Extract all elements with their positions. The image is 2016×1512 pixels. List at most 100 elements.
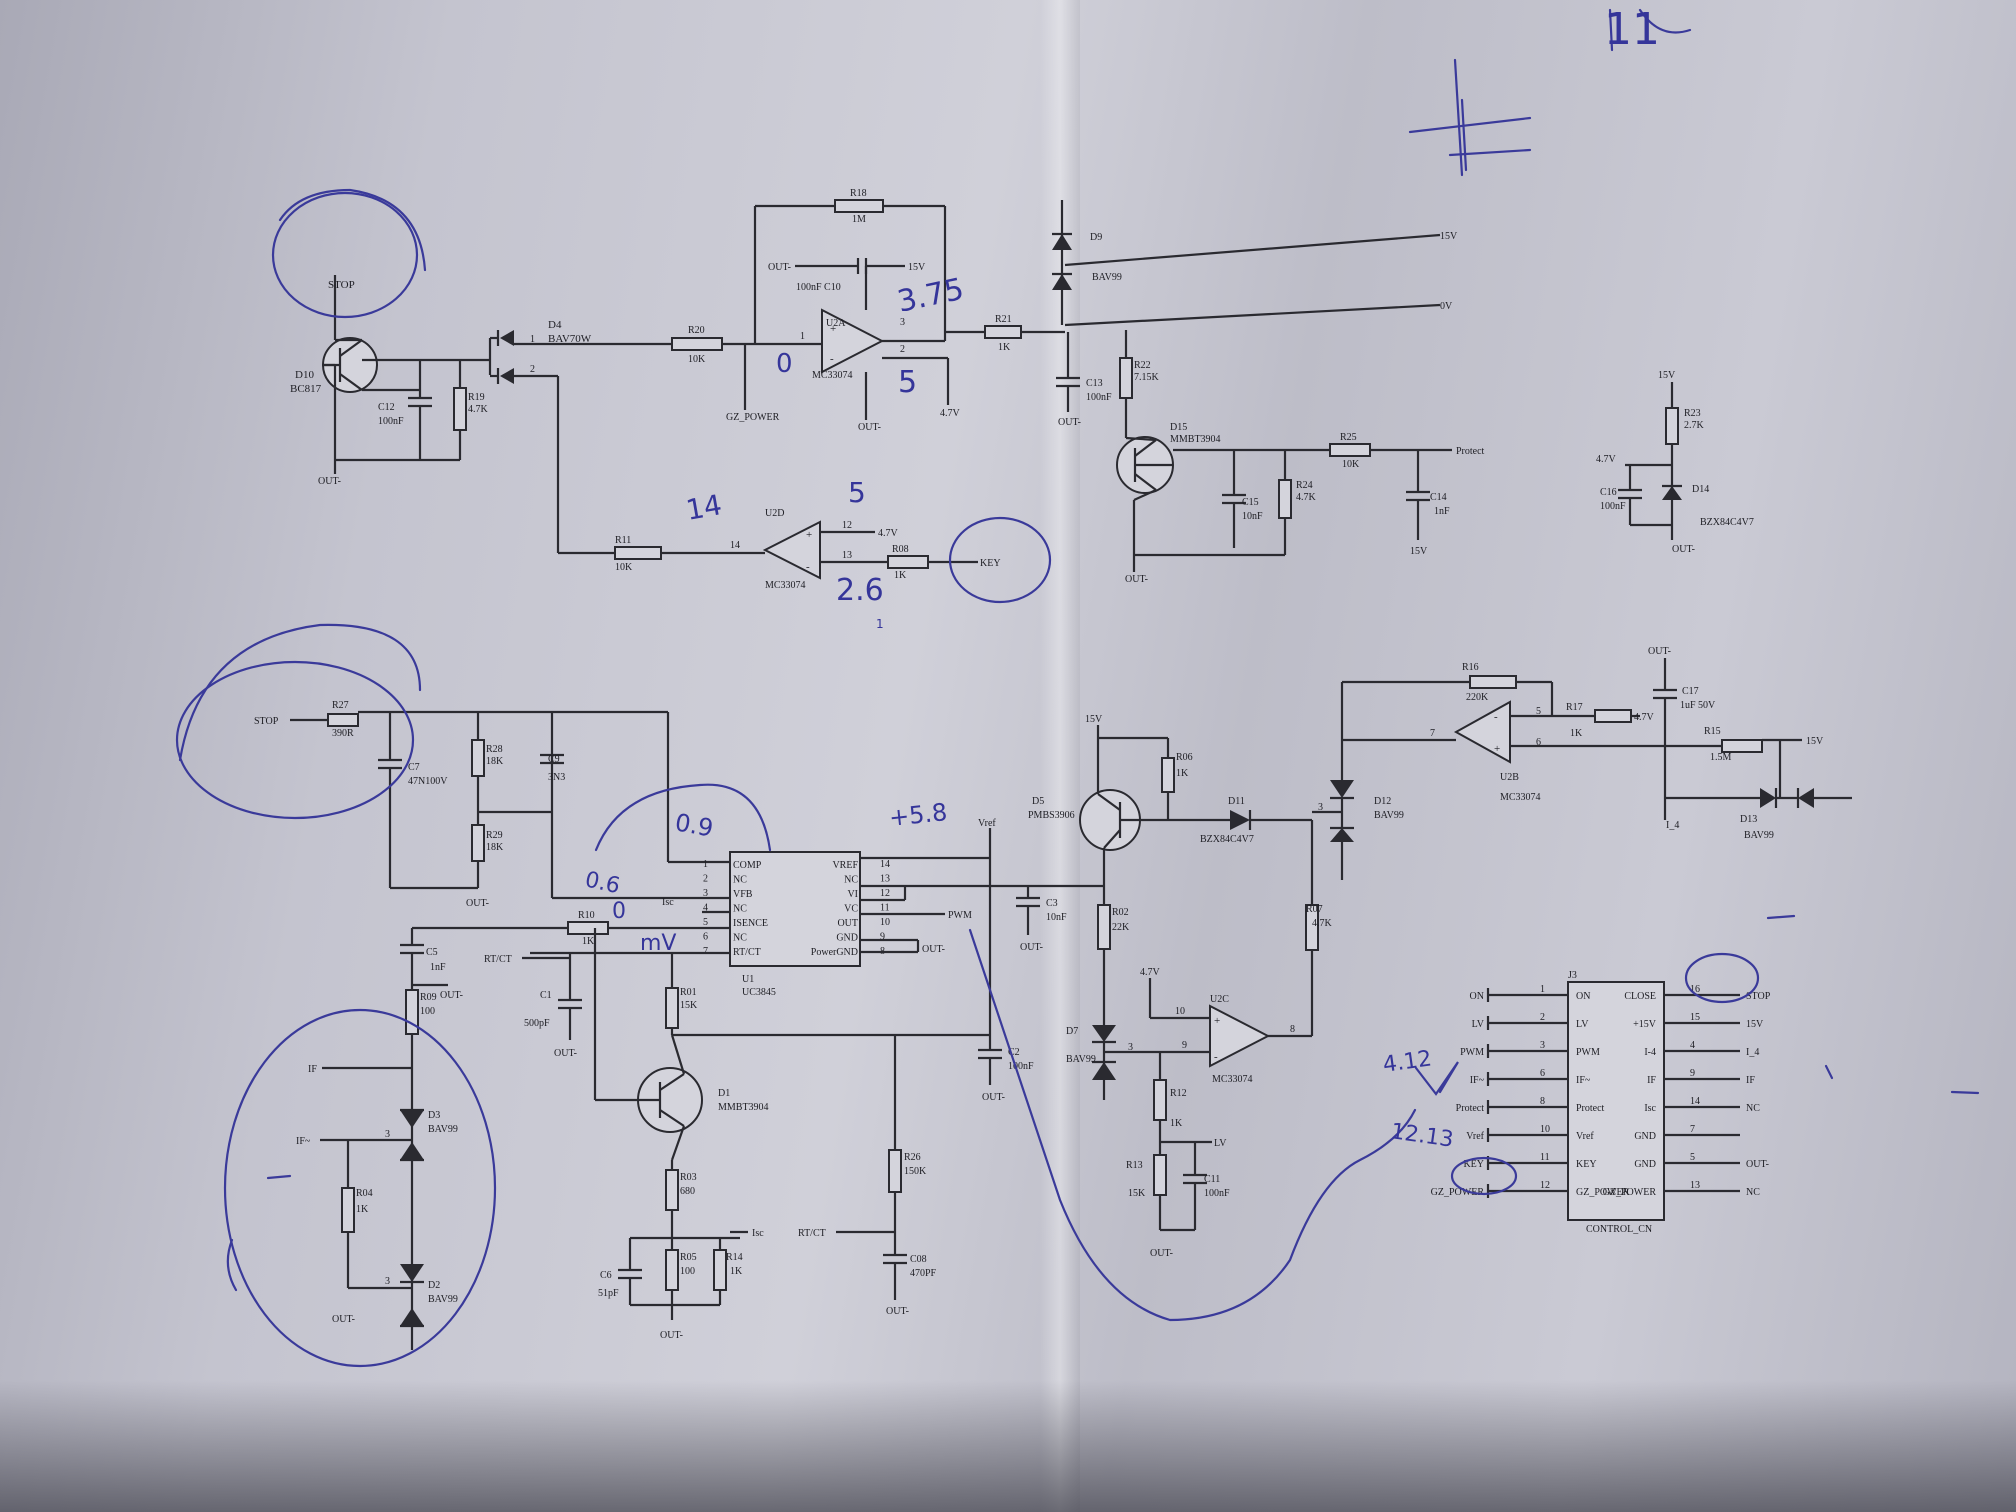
j3-left-net: Vref xyxy=(1466,1131,1484,1142)
rail-0v-label: 0V xyxy=(1440,301,1453,312)
note-375: 3.75 xyxy=(894,272,967,320)
r01-label: R01 xyxy=(680,987,697,998)
c17-label: C17 xyxy=(1682,686,1699,697)
c13-value: 100nF xyxy=(1086,392,1112,403)
isc-b-label: Isc xyxy=(752,1228,764,1239)
u2d-pin13: 13 xyxy=(842,550,852,561)
d4-diode xyxy=(488,330,514,384)
note-zero: 0 xyxy=(776,349,793,379)
r01-value: 15K xyxy=(680,1000,698,1011)
c16-label: C16 xyxy=(1600,487,1617,498)
r17-label: R17 xyxy=(1566,702,1583,713)
u1-pin-right-number: 10 xyxy=(880,917,890,928)
r29-label: R29 xyxy=(486,830,503,841)
j3-left-name: ON xyxy=(1576,991,1590,1002)
u2c-pin9: 9 xyxy=(1182,1040,1187,1051)
d1-label: D1 xyxy=(718,1088,730,1099)
j3-right-pin: 15 xyxy=(1690,1012,1700,1023)
j3-right-net: STOP xyxy=(1746,991,1771,1002)
r12-value: 1K xyxy=(1170,1118,1183,1129)
r11-label: R11 xyxy=(615,535,631,546)
c5-value: 1nF xyxy=(430,962,446,973)
c15-label: C15 xyxy=(1242,497,1259,508)
u2d-label: U2D xyxy=(765,508,784,519)
c3-label: C3 xyxy=(1046,898,1058,909)
v47-r23-label: 4.7V xyxy=(1596,454,1617,465)
c15-value: 10nF xyxy=(1242,511,1263,522)
d15-label: D15 xyxy=(1170,422,1187,433)
r24-label: R24 xyxy=(1296,480,1313,491)
r02-value: 22K xyxy=(1112,922,1130,933)
out-c5-label: OUT- xyxy=(440,990,463,1001)
u2b-opamp xyxy=(1453,700,1511,764)
r03-value: 680 xyxy=(680,1186,695,1197)
u1-chip xyxy=(729,851,861,967)
key-label: KEY xyxy=(980,558,1001,569)
mc33074-c-label: MC33074 xyxy=(1212,1074,1253,1085)
j3-left-name: GZ_POWER xyxy=(1576,1187,1630,1198)
c9-label: C9 xyxy=(548,754,560,765)
u1-pin-right-name: PowerGND xyxy=(811,947,858,958)
u1-label: U1 xyxy=(742,974,754,985)
j3-connector xyxy=(1567,981,1665,1221)
c3-value: 10nF xyxy=(1046,912,1067,923)
r18-label: R18 xyxy=(850,188,867,199)
r16-label: R16 xyxy=(1462,662,1479,673)
bav99-d13-label: BAV99 xyxy=(1744,830,1774,841)
svg-text:-: - xyxy=(830,353,834,365)
svg-text:-: - xyxy=(1494,711,1498,723)
r20-label: R20 xyxy=(688,325,705,336)
u1-pin-left-name: VFB xyxy=(733,889,753,900)
j3-right-pin: 16 xyxy=(1690,984,1700,995)
r28-value: 18K xyxy=(486,756,504,767)
svg-text:-: - xyxy=(806,561,810,573)
r23-value: 2.7K xyxy=(1684,420,1705,431)
u2b-pin5: 5 xyxy=(1536,706,1541,717)
j3-right-name: GND xyxy=(1634,1131,1656,1142)
u1-pin-left-number: 2 xyxy=(703,874,708,885)
bav99-d12-label: BAV99 xyxy=(1374,810,1404,821)
mc33074-d-label: MC33074 xyxy=(765,580,806,591)
c16-value: 100nF xyxy=(1600,501,1626,512)
j3-left-net: ON xyxy=(1470,991,1484,1002)
pmbs3906-label: PMBS3906 xyxy=(1028,810,1075,821)
d13-label: D13 xyxy=(1740,814,1757,825)
d9-label: D9 xyxy=(1090,232,1102,243)
out-r29-label: OUT- xyxy=(466,898,489,909)
svg-text:+: + xyxy=(1494,743,1500,755)
j3-left-name: LV xyxy=(1576,1019,1589,1030)
d7-label: D7 xyxy=(1066,1026,1078,1037)
d10-label: D10 xyxy=(295,369,314,381)
r18-value: 1M xyxy=(852,214,866,225)
bav70w-label: BAV70W xyxy=(548,333,592,345)
c11-label: C11 xyxy=(1204,1174,1220,1185)
j3-left-pin: 12 xyxy=(1540,1180,1550,1191)
j3-right-name: CLOSE xyxy=(1624,991,1656,1002)
r06-label: R06 xyxy=(1176,752,1193,763)
out-c17-label: OUT- xyxy=(1648,646,1671,657)
j3-name: J3 xyxy=(1568,970,1577,981)
bzx-d11-label: BZX84C4V7 xyxy=(1200,834,1254,845)
r04-value: 1K xyxy=(356,1204,369,1215)
u1-pin-left-name: NC xyxy=(733,875,747,886)
r27-label: R27 xyxy=(332,700,349,711)
j3-right-pin: 4 xyxy=(1690,1040,1695,1051)
lv-r12-label: LV xyxy=(1214,1138,1227,1149)
v47-u2d-label: 4.7V xyxy=(878,528,899,539)
c14-label: C14 xyxy=(1430,492,1447,503)
if-tilde-label: IF~ xyxy=(296,1136,311,1147)
note-1213: 12.13 xyxy=(1389,1119,1455,1153)
r10-label: R10 xyxy=(578,910,595,921)
out-d2-label: OUT- xyxy=(332,1314,355,1325)
u2c-label: U2C xyxy=(1210,994,1229,1005)
svg-text:1: 1 xyxy=(800,331,805,342)
c17-value: 1uF 50V xyxy=(1680,700,1716,711)
u1-pin-right-name: NC xyxy=(844,875,858,886)
bzx-d14-label: BZX84C4V7 xyxy=(1700,517,1754,528)
j3-left-pin: 6 xyxy=(1540,1068,1545,1079)
bav99-d2-label: BAV99 xyxy=(428,1294,458,1305)
u2b-label: U2B xyxy=(1500,772,1519,783)
j3-right-name: Isc xyxy=(1644,1103,1656,1114)
d2-label: D2 xyxy=(428,1280,440,1291)
svg-text:3: 3 xyxy=(1128,1042,1133,1053)
